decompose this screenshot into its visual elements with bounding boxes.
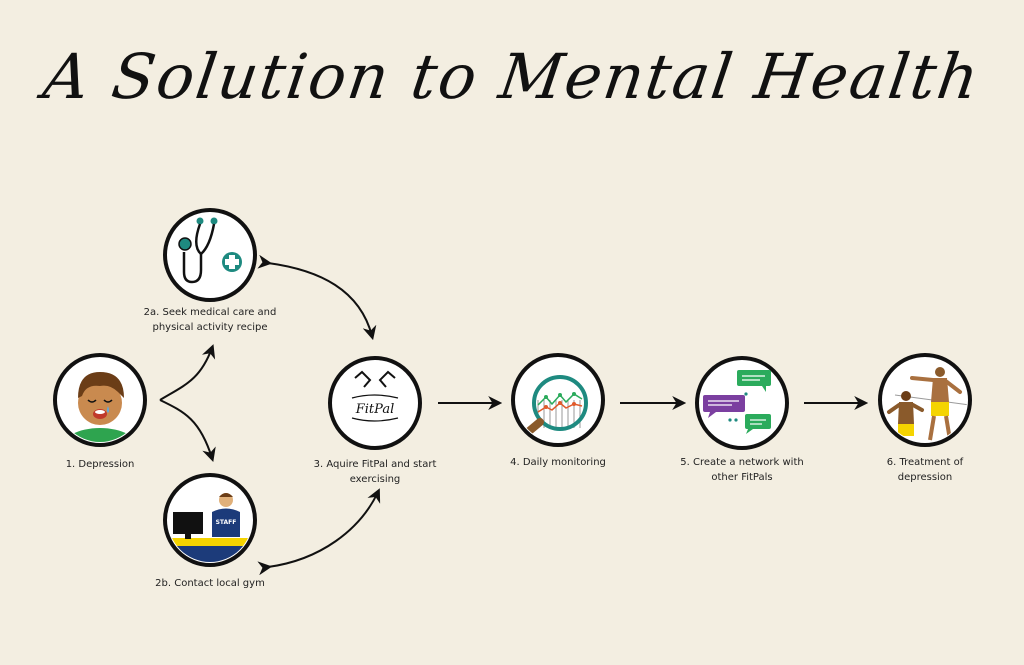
connectors [159, 254, 869, 576]
arrow-depression-to-medical [159, 344, 216, 401]
label-network: 5. Create a network with other FitPals [680, 457, 804, 483]
node-fitpal: FitPal [328, 356, 422, 450]
label-fitpal: 3. Aquire FitPal and start exercising [313, 459, 437, 485]
node-monitoring [511, 353, 605, 447]
boxers-icon [887, 367, 967, 441]
label-treatment: 6. Treatment of depression [886, 457, 964, 483]
staff-badge: STAFF [216, 519, 237, 526]
magnifier-chart-icon [524, 375, 588, 436]
label-monitoring: 4. Daily monitoring [510, 457, 606, 468]
node-medical [163, 208, 257, 302]
node-depression [53, 353, 147, 447]
arrow-depression-to-gym [159, 399, 216, 463]
fitpal-logo-icon: FitPal [351, 370, 399, 422]
node-gym: STAFF [163, 473, 257, 567]
node-network [695, 356, 789, 450]
node-treatment [878, 353, 972, 447]
label-medical: 2a. Seek medical care and physical activ… [143, 307, 277, 333]
chat-bubbles-icon [703, 370, 771, 434]
label-depression: 1. Depression [65, 459, 135, 470]
arrow-gym-fitpal [257, 488, 381, 576]
label-gym: 2b. Contact local gym [155, 578, 265, 589]
stethoscope-icon [178, 217, 242, 284]
arrow-medical-fitpal [257, 254, 377, 341]
fitpal-logo-text: FitPal [355, 402, 394, 417]
